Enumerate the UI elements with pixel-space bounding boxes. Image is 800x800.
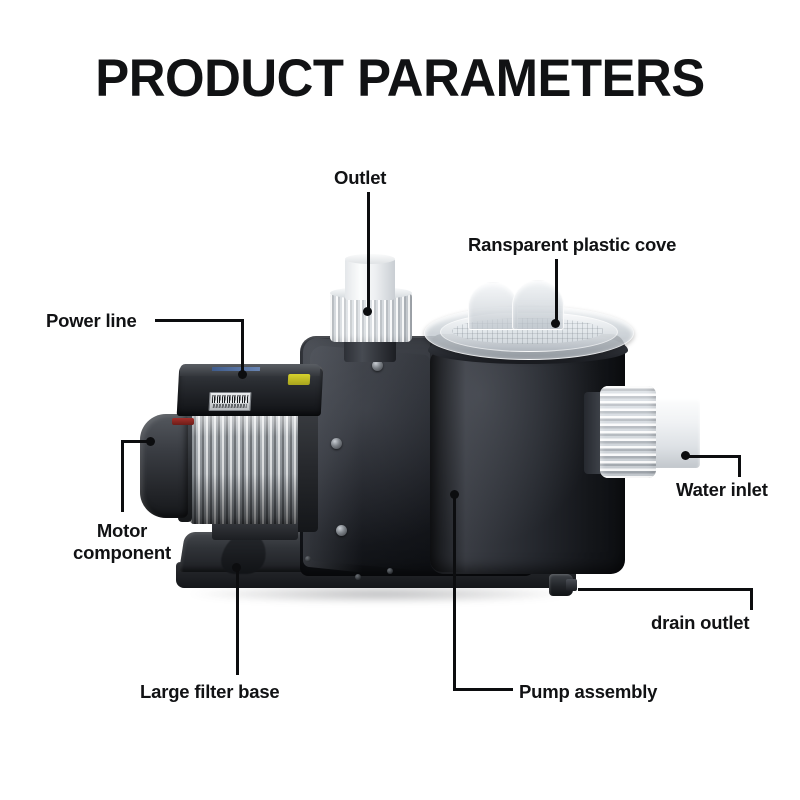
strainer-pot-shading <box>430 350 466 572</box>
nameplate-text-lines <box>212 404 247 408</box>
callout-label-outlet: Outlet <box>334 167 387 188</box>
housing-bolt <box>331 438 342 449</box>
leader-dot-power-line <box>238 370 247 379</box>
ground-shadow <box>185 584 575 604</box>
leader-line-pump-assembly-h <box>453 688 513 691</box>
leader-line-drain-outlet-v <box>750 588 753 610</box>
nameplate-barcode <box>211 395 249 403</box>
leader-line-pump-assembly-v <box>453 495 456 690</box>
callout-label-pump-assembly: Pump assembly <box>519 681 658 702</box>
lid-handle-left <box>468 282 518 330</box>
motor-nameplate <box>208 392 252 411</box>
leader-line-power-line-v <box>241 319 244 375</box>
callout-label-motor-component-line2: component <box>73 542 171 564</box>
motor-end-cap <box>140 414 188 518</box>
callout-label-motor-component-line1: Motor <box>96 520 148 541</box>
leader-dot-motor-component <box>146 437 155 446</box>
callout-label-motor-component: Motor component <box>62 520 182 564</box>
leader-line-motor-v <box>121 440 124 512</box>
leader-line-drain-outlet-h <box>578 588 753 591</box>
callout-label-large-filter-base: Large filter base <box>140 681 280 702</box>
power-cable-entry <box>211 367 261 371</box>
housing-bolt <box>336 525 347 536</box>
motor-red-marker <box>172 418 194 425</box>
drain-plug-nub <box>566 579 577 591</box>
housing-screw <box>387 568 393 574</box>
inlet-union-collar <box>600 386 656 478</box>
outlet-union-collar <box>330 292 412 342</box>
housing-screw <box>355 574 361 580</box>
pump-housing-face <box>310 344 430 572</box>
leader-line-large-filter-base <box>236 570 239 675</box>
leader-dot-large-filter-base <box>232 563 241 572</box>
leader-line-water-inlet-h <box>687 455 741 458</box>
motor-body <box>190 412 298 524</box>
outlet-collar-ribs <box>330 292 412 342</box>
leader-line-motor-h <box>121 440 150 443</box>
motor-cooling-fins <box>190 412 298 524</box>
outlet-pipe-opening <box>345 254 395 264</box>
callout-label-transparent-cover: Ransparent plastic cove <box>468 234 677 255</box>
leader-dot-pump-assembly <box>450 490 459 499</box>
leader-line-transparent-cover <box>555 259 558 325</box>
inlet-collar-ribs <box>600 386 656 478</box>
callout-label-water-inlet: Water inlet <box>676 479 768 500</box>
leader-line-water-inlet-v <box>738 455 741 477</box>
outlet-pipe <box>345 258 395 300</box>
housing-screw <box>305 556 311 562</box>
housing-bolt <box>372 360 383 371</box>
leader-dot-transparent-cover <box>551 319 560 328</box>
leader-dot-outlet <box>363 307 372 316</box>
leader-line-power-line-h <box>155 319 244 322</box>
motor-body-shading <box>190 412 298 524</box>
leader-dot-water-inlet <box>681 451 690 460</box>
page-title: PRODUCT PARAMETERS <box>95 49 705 108</box>
callout-label-power-line: Power line <box>46 310 137 331</box>
leader-line-outlet <box>367 192 370 312</box>
warning-sticker <box>287 374 311 385</box>
callout-label-drain-outlet: drain outlet <box>651 612 750 633</box>
